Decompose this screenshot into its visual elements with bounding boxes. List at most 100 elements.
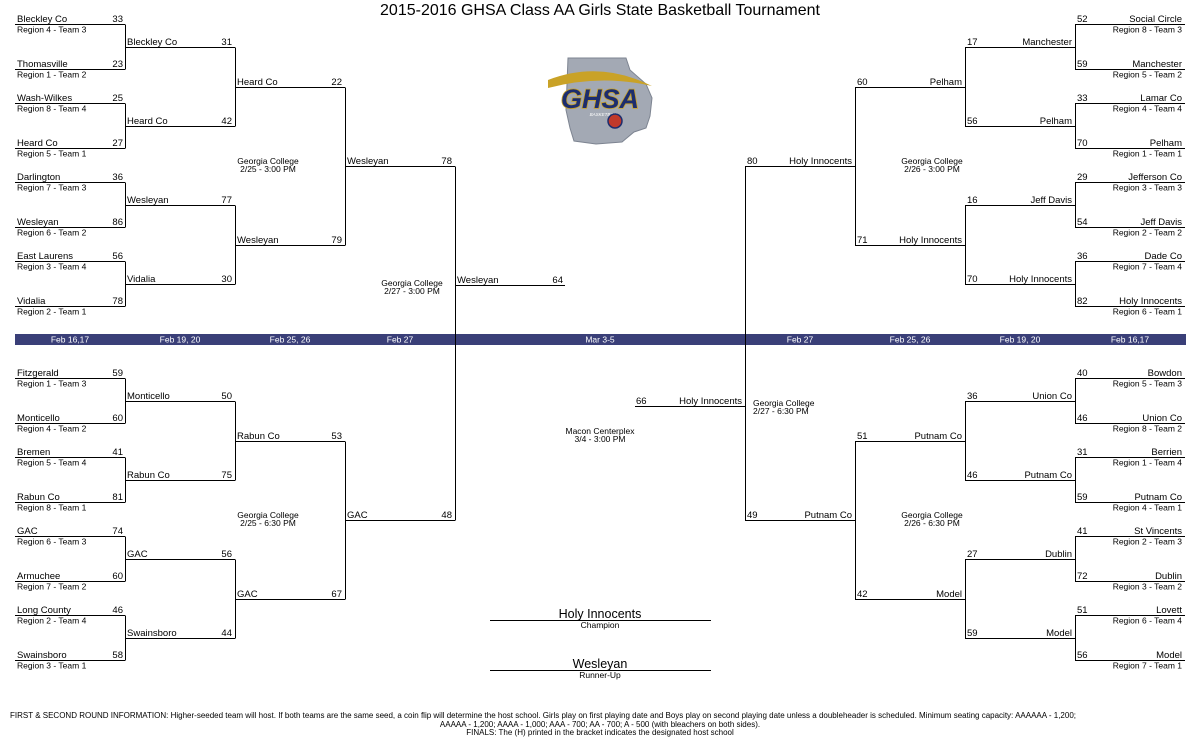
r1-team-score: 56 (112, 251, 123, 262)
r1-team-score: 58 (112, 650, 123, 661)
venue-final-time: 3/4 - 3:00 PM (574, 434, 625, 444)
r1-team-name: Berrien (1151, 447, 1182, 458)
venue-qf-top-left-time: 2/25 - 3:00 PM (240, 164, 296, 174)
venue-qf-top-right-time: 2/26 - 3:00 PM (904, 164, 960, 174)
r1-team-seed: Region 8 - Team 1 (17, 503, 87, 513)
sf-team-name: Holy Innocents (789, 156, 852, 167)
r1-team-seed: Region 7 - Team 3 (17, 183, 87, 193)
round-date-label: Feb 16,17 (51, 335, 90, 345)
r2-team-score: 75 (221, 470, 232, 481)
bracket-lines (15, 24, 1185, 661)
r1-team-seed: Region 4 - Team 4 (1113, 104, 1183, 114)
r2-team-score: 56 (221, 549, 232, 560)
r1-team-name: St Vincents (1134, 526, 1182, 537)
r1-team-score: 25 (112, 93, 123, 104)
r1-team-score: 86 (112, 217, 123, 228)
r1-team-score: 23 (112, 59, 123, 70)
r2-team-score: 42 (221, 116, 232, 127)
r1-team-score: 60 (112, 571, 123, 582)
sf-team-score: 80 (747, 156, 758, 167)
r2-team-score: 77 (221, 195, 232, 206)
r1-team-name: Dublin (1155, 571, 1182, 582)
footer-line-3: FINALS: The (H) printed in the bracket i… (466, 728, 734, 737)
r1-team-name: Bowdon (1148, 368, 1182, 379)
venue-qf-bottom-right-time: 2/26 - 6:30 PM (904, 518, 960, 528)
r1-team-score: 33 (112, 14, 123, 25)
r1-team-score: 46 (112, 605, 123, 616)
qf-team-name: Model (936, 589, 962, 600)
r1-team-score: 82 (1077, 296, 1088, 307)
venue-sf-right-time: 2/27 - 6:30 PM (753, 406, 809, 416)
r1-team-score: 70 (1077, 138, 1088, 149)
r2-team-score: 16 (967, 195, 978, 206)
r2-team-name: Model (1046, 628, 1072, 639)
r2-team-name: Holy Innocents (1009, 274, 1072, 285)
r1-team-seed: Region 3 - Team 2 (1113, 582, 1183, 592)
qf-team-name: Heard Co (237, 77, 278, 88)
r2-team-name: GAC (127, 549, 148, 560)
r2-team-score: 50 (221, 391, 232, 402)
r2-team-score: 56 (967, 116, 978, 127)
r1-team-name: Lamar Co (1140, 93, 1182, 104)
r1-team-score: 27 (112, 138, 123, 149)
sf-team-name: GAC (347, 510, 368, 521)
date-band-bar (15, 334, 1186, 345)
qf-team-score: 53 (331, 431, 342, 442)
r2-team-name: Heard Co (127, 116, 168, 127)
r1-team-score: 74 (112, 526, 123, 537)
r1-team-name: Jefferson Co (1128, 172, 1182, 183)
round-date-label: Feb 19, 20 (1000, 335, 1041, 345)
r2-team-name: Bleckley Co (127, 37, 177, 48)
r1-team-score: 51 (1077, 605, 1088, 616)
r1-team-name: Pelham (1150, 138, 1182, 149)
r1-team-name: Union Co (1142, 413, 1182, 424)
r1-team-seed: Region 2 - Team 4 (17, 616, 87, 626)
venue-final-place: Macon Centerplex (566, 426, 636, 436)
qf-team-score: 71 (857, 235, 868, 246)
sf-team-name: Putnam Co (804, 510, 852, 521)
r1-team-score: 46 (1077, 413, 1088, 424)
r2-team-name: Jeff Davis (1030, 195, 1072, 206)
qf-team-score: 67 (331, 589, 342, 600)
r2-team-name: Manchester (1022, 37, 1072, 48)
champion-team: Holy Innocents (559, 607, 642, 621)
ghsa-logo: GHSA BASKETBALL (548, 57, 653, 145)
r1-team-score: 36 (1077, 251, 1088, 262)
venue-qf-bottom-right-place: Georgia College (901, 510, 963, 520)
r2-team-name: Monticello (127, 391, 170, 402)
basketball-icon (607, 113, 623, 129)
r1-team-name: Putnam Co (1134, 492, 1182, 503)
r2-team-name: Wesleyan (127, 195, 169, 206)
venue-qf-top-left-place: Georgia College (237, 156, 299, 166)
logo-subtext: BASKETBALL (590, 112, 619, 117)
r1-team-name: Thomasville (17, 59, 68, 70)
r1-team-seed: Region 5 - Team 2 (1113, 70, 1183, 80)
final-team-left: Wesleyan (457, 275, 499, 286)
venue-sf-left-place: Georgia College (381, 278, 443, 288)
r1-team-seed: Region 2 - Team 1 (17, 307, 87, 317)
r1-team-seed: Region 8 - Team 2 (1113, 424, 1183, 434)
champion-block: Holy Innocents Champion (490, 607, 711, 630)
qf-team-name: Holy Innocents (899, 235, 962, 246)
r1-team-score: 59 (112, 368, 123, 379)
venue-sf-left-time: 2/27 - 3:00 PM (384, 286, 440, 296)
round-date-label: Feb 25, 26 (270, 335, 311, 345)
venue-sf-right-place: Georgia College (753, 398, 815, 408)
r1-team-score: 40 (1077, 368, 1088, 379)
logo-wordmark: GHSA (561, 84, 639, 114)
r2-team-score: 46 (967, 470, 978, 481)
sf-team-name: Wesleyan (347, 156, 389, 167)
round-date-label: Mar 3-5 (585, 335, 615, 345)
r1-team-name: Bleckley Co (17, 14, 67, 25)
r2-team-score: 17 (967, 37, 978, 48)
r1-team-seed: Region 1 - Team 2 (17, 70, 87, 80)
r1-team-seed: Region 7 - Team 1 (1113, 661, 1183, 671)
r1-team-score: 78 (112, 296, 123, 307)
r1-team-seed: Region 4 - Team 1 (1113, 503, 1183, 513)
qf-team-score: 22 (331, 77, 342, 88)
r1-team-name: Manchester (1132, 59, 1182, 70)
r1-team-seed: Region 3 - Team 1 (17, 661, 87, 671)
qf-team-name: Putnam Co (914, 431, 962, 442)
r2-team-score: 31 (221, 37, 232, 48)
